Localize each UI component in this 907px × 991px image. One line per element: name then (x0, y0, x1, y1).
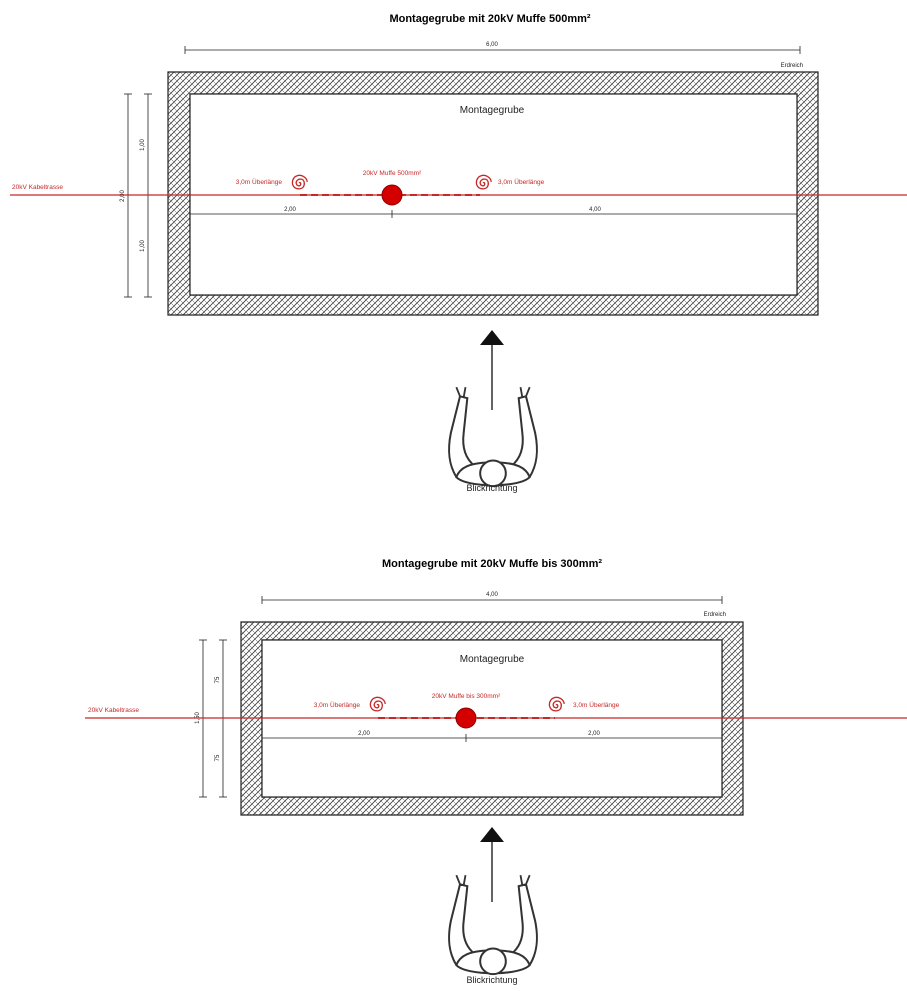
diagram-2-arrow-icon (480, 827, 504, 842)
diagram-2-coil-left-label: 3,0m Überlänge (314, 701, 361, 709)
diagram-2-top-dim-label: 4,00 (486, 592, 498, 598)
diagram-1: Montagegrube mit 20kV Muffe 500mm² 6,00 … (10, 13, 907, 493)
diagram-1-ground-label: Erdreich (781, 63, 803, 69)
diagram-1-arrow-icon (480, 330, 504, 345)
diagram-1-title: Montagegrube mit 20kV Muffe 500mm² (389, 13, 590, 25)
diagram-1-top-dim-label: 6,00 (486, 42, 498, 48)
diagram-1-view-label: Blickrichtung (466, 483, 517, 493)
diagram-2-view-label: Blickrichtung (466, 975, 517, 985)
diagram-1-top-dimension: 6,00 (184, 42, 801, 54)
diagram-2-person-icon (447, 874, 539, 976)
diagram-1-joint-label: 20kV Muffe 500mm² (363, 170, 422, 177)
diagram-2-position-dimension: 2,00 2,00 (261, 731, 723, 742)
diagram-1-joint-marker (381, 184, 403, 206)
diagram-1-pit-label: Montagegrube (460, 105, 525, 116)
diagram-2-ground-label: Erdreich (704, 612, 726, 618)
diagram-2-vdim-lower: 75 (215, 754, 221, 761)
diagram-1-person-icon (447, 386, 539, 488)
diagram-1-vdim-lower: 1,00 (140, 240, 146, 252)
diagram-1-cable-label: 20kV Kabeltrasse (12, 184, 63, 191)
diagram-2-cable-label: 20kV Kabeltrasse (88, 707, 139, 714)
diagram-2-coil-right-label: 3,0m Überlänge (573, 701, 620, 709)
diagram-1-vdim-upper: 1,00 (140, 139, 146, 151)
diagram-2-top-dimension: 4,00 (261, 592, 723, 604)
diagram-2: Montagegrube mit 20kV Muffe bis 300mm² 4… (85, 558, 907, 985)
diagram-2-pit-label: Montagegrube (460, 654, 525, 665)
diagram-1-position-dimension: 2,00 4,00 (189, 207, 798, 218)
diagram-1-coil-right-label: 3,0m Überlänge (498, 178, 545, 186)
diagram-1-dim-right: 4,00 (589, 207, 601, 213)
diagram-1-view-direction: Blickrichtung (447, 330, 539, 493)
diagram-1-dim-left: 2,00 (284, 207, 296, 213)
diagram-1-vdim-total: 2,00 (120, 190, 126, 202)
diagram-1-coil-left-label: 3,0m Überlänge (236, 178, 283, 186)
diagram-2-dim-right: 2,00 (588, 731, 600, 737)
diagram-2-dim-left: 2,00 (358, 731, 370, 737)
diagram-2-vdim-upper: 75 (215, 676, 221, 683)
diagram-2-title: Montagegrube mit 20kV Muffe bis 300mm² (382, 558, 602, 570)
diagram-2-joint-label: 20kV Muffe bis 300mm² (432, 693, 501, 700)
diagram-2-view-direction: Blickrichtung (447, 827, 539, 985)
diagram-2-joint-marker (455, 707, 477, 729)
